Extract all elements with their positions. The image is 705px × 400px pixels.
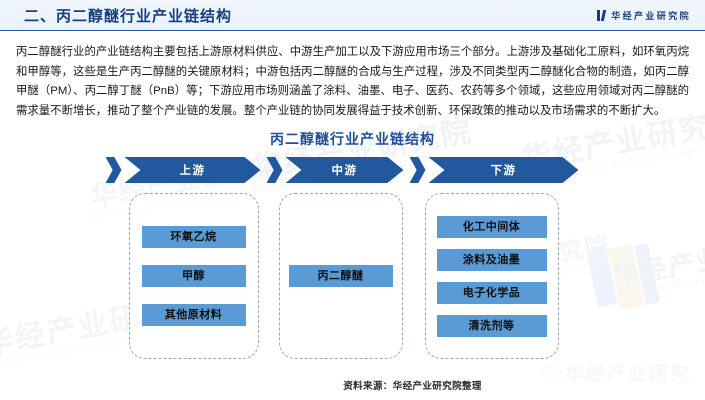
chevron-right-icon: [266, 157, 283, 183]
page-title: 二、丙二醇醚行业产业链结构: [24, 7, 233, 25]
double-bar-logo-icon: [597, 9, 606, 21]
source-note: 资料来源：华经产业研究院整理: [343, 381, 482, 392]
banner-shape: [286, 157, 404, 183]
node-item: 甲醇: [141, 265, 246, 287]
stage-label-midstream: 中游: [331, 165, 358, 177]
page-footer: 资料来源：华经产业研究院整理: [0, 376, 705, 394]
node-item: 化工中间体: [436, 215, 547, 238]
stage-banner-midstream: 中游: [266, 157, 404, 183]
stage-label-upstream: 上游: [179, 165, 206, 177]
page-header: 二、丙二醇醚行业产业链结构 华经产业研究院: [0, 0, 705, 31]
diagram-title: 丙二醇醚行业产业链结构: [270, 131, 435, 147]
stage-banner-row: 上游 中游 下游: [105, 157, 583, 183]
node-item: 环氧乙烷: [141, 226, 246, 248]
flow-container: 上游 中游 下游 环氧乙烷 甲醇 其他原材料 丙二醇醚 化工中间体 涂料及油墨: [105, 157, 583, 362]
node-item: 其他原材料: [141, 304, 246, 326]
chevron-right-icon: [409, 157, 426, 183]
node-item: 电子化学品: [436, 281, 547, 304]
supply-chain-diagram: 丙二醇醚行业产业链结构 上游 中游 下游 环氧乙烷 甲醇 其他原材料: [0, 129, 705, 362]
brand-name: 华经产业研究院: [611, 10, 691, 21]
brand-logo: 华经产业研究院: [597, 9, 691, 22]
stage-banner-upstream: 上游: [105, 157, 261, 183]
node-item: 丙二醇醚: [288, 265, 393, 287]
node-item: 涂料及油墨: [436, 248, 547, 271]
stage-column-downstream: 化工中间体 涂料及油墨 电子化学品 清洗剂等: [424, 193, 559, 359]
chevron-right-icon: [105, 157, 122, 183]
node-item: 清洗剂等: [436, 314, 547, 337]
stage-label-downstream: 下游: [490, 165, 517, 177]
body-paragraph: 丙二醇醚行业的产业链结构主要包括上游原材料供应、中游生产加工以及下游应用市场三个…: [16, 46, 689, 117]
stage-column-midstream: 丙二醇醚: [278, 193, 403, 359]
banner-shape: [125, 157, 261, 183]
banner-shape: [429, 157, 579, 183]
stage-column-upstream: 环氧乙烷 甲醇 其他原材料: [128, 193, 259, 359]
stage-banner-downstream: 下游: [409, 157, 579, 183]
